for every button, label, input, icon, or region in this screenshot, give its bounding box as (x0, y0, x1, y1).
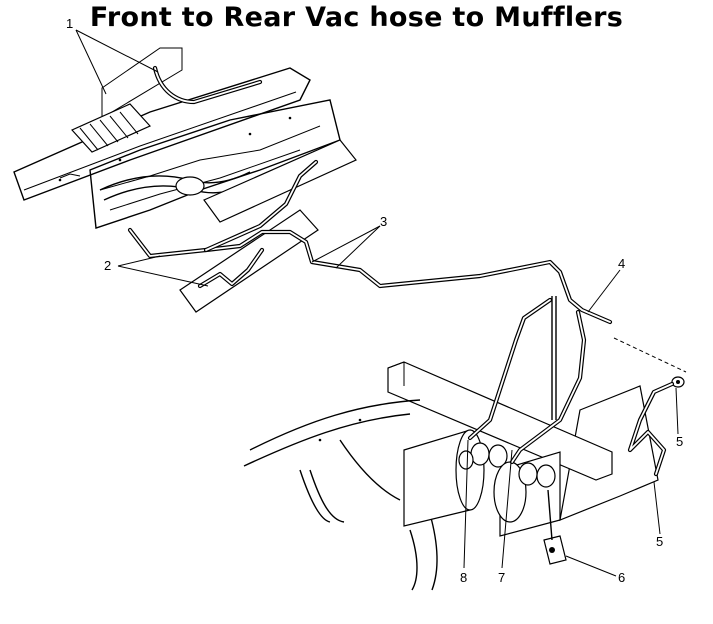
valve-actuator (543, 535, 567, 565)
muffler-left (403, 429, 508, 527)
rear-muffler-section (243, 337, 687, 591)
muffler-right (493, 451, 561, 537)
callout-7: 7 (498, 570, 505, 585)
hose-connector (671, 376, 685, 388)
leader-lines (75, 29, 679, 577)
callout-5-upper: 5 (676, 434, 683, 449)
callout-6: 6 (618, 570, 625, 585)
callout-4: 4 (618, 256, 625, 271)
vacuum-hose (127, 65, 675, 541)
front-frame-section (13, 47, 357, 313)
callout-labels: 1 2 3 4 5 5 6 7 8 (66, 16, 683, 585)
callout-2: 2 (104, 258, 111, 273)
callout-8: 8 (460, 570, 467, 585)
callout-1: 1 (66, 16, 73, 31)
callout-5-lower: 5 (656, 534, 663, 549)
ribbed-component (70, 103, 152, 153)
callout-3: 3 (380, 214, 387, 229)
diagram-title: Front to Rear Vac hose to Mufflers (89, 2, 624, 33)
